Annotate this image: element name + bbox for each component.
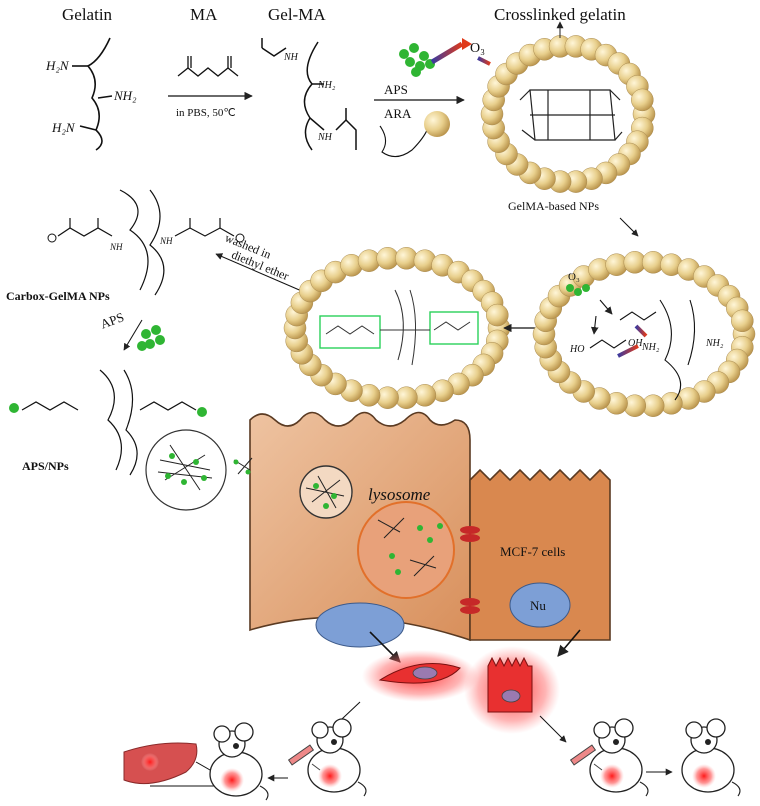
junction-top bbox=[460, 526, 480, 542]
zoom-bubble bbox=[145, 429, 227, 511]
tumor bbox=[220, 768, 244, 792]
crosslinked-nanoparticle bbox=[480, 35, 656, 193]
gelma-nps-label: GelMA-based NPs bbox=[508, 199, 599, 213]
aps-ion-left bbox=[9, 403, 19, 413]
ara-label: ARA bbox=[384, 106, 412, 121]
nucleus-left bbox=[315, 602, 405, 648]
gelma-nh-top: NH bbox=[283, 52, 299, 63]
o3-label-mid: O₃ bbox=[568, 271, 580, 283]
carbox-inner-structure bbox=[325, 289, 471, 366]
tumor bbox=[318, 764, 342, 788]
carboxyl-box-right bbox=[429, 311, 479, 345]
glow-cell-right bbox=[487, 656, 533, 713]
aps-ion-right bbox=[197, 407, 207, 417]
gelma-nh2: NH₂ bbox=[317, 80, 336, 91]
carbox-nanoparticle bbox=[283, 247, 511, 409]
ozonated-nanoparticle bbox=[532, 251, 756, 417]
gelatin-structure bbox=[72, 37, 113, 151]
carbox-label: Carbox-GelMA NPs bbox=[6, 289, 110, 303]
mouse bbox=[287, 718, 367, 797]
gelatin-amine-3: H₂N bbox=[51, 120, 76, 135]
mouse bbox=[209, 722, 269, 801]
nu-label: Nu bbox=[530, 598, 546, 613]
junction-bottom bbox=[460, 598, 480, 614]
mouse bbox=[681, 718, 741, 797]
mcf7-label: MCF-7 cells bbox=[500, 544, 565, 559]
aps-cluster-left bbox=[137, 325, 165, 351]
gelma-nh-bottom: NH bbox=[317, 132, 333, 143]
aps-label-mid: APS bbox=[98, 309, 126, 331]
reaction-condition: in PBS, 50℃ bbox=[176, 107, 236, 119]
ozonation-nh2: NH₂ bbox=[641, 342, 660, 353]
carbox-nh-left: NH bbox=[109, 242, 123, 252]
bead bbox=[631, 88, 654, 112]
gelatin-label: Gelatin bbox=[62, 5, 113, 24]
aps-cluster-top bbox=[399, 43, 435, 77]
gelatin-amine-2: NH₂ bbox=[113, 88, 137, 103]
aps-cluster-mid bbox=[566, 284, 590, 296]
lysosome-aps bbox=[389, 523, 443, 575]
liver bbox=[123, 742, 198, 785]
mouse bbox=[569, 718, 649, 797]
ozonation-ho: HO bbox=[569, 344, 584, 355]
o3-arrow bbox=[430, 41, 464, 65]
o3-label-top: O₃ bbox=[470, 41, 485, 56]
carbox-nh-right: NH bbox=[159, 236, 173, 246]
bubble-network bbox=[157, 444, 213, 491]
nucleus-right bbox=[509, 582, 571, 628]
crosslinked-label: Crosslinked gelatin bbox=[494, 5, 626, 24]
mouse-row bbox=[209, 718, 741, 801]
gelatin-amine-1: H₂N bbox=[45, 58, 70, 73]
gelma-label: Gel-MA bbox=[268, 5, 326, 24]
ozonation-nh2-b: NH₂ bbox=[705, 338, 724, 349]
ara-chain bbox=[379, 125, 429, 158]
ozonation-structure bbox=[589, 299, 696, 401]
lysosome-content bbox=[377, 517, 437, 577]
ma-label: MA bbox=[190, 5, 218, 24]
lysosome bbox=[357, 501, 455, 599]
lysosome-label: lysosome bbox=[368, 485, 431, 504]
bead bbox=[731, 309, 754, 333]
bubble-aps bbox=[165, 453, 207, 485]
ma-structure bbox=[177, 56, 239, 77]
crosslinked-network bbox=[519, 89, 623, 141]
mcf7-cell bbox=[469, 468, 611, 641]
gelma-structure bbox=[261, 38, 357, 151]
aps-nps-label: APS/NPs bbox=[22, 459, 69, 473]
tumor bbox=[692, 764, 716, 788]
carbox-gelma-structure bbox=[57, 189, 235, 296]
carboxyl-box-left bbox=[319, 315, 381, 349]
tumor bbox=[600, 764, 624, 788]
bead bbox=[486, 303, 509, 327]
ara-bead bbox=[424, 111, 450, 137]
aps-nps-structure bbox=[21, 369, 197, 476]
aps-label-top: APS bbox=[384, 82, 408, 97]
ozonation-oh: OH bbox=[628, 338, 643, 349]
